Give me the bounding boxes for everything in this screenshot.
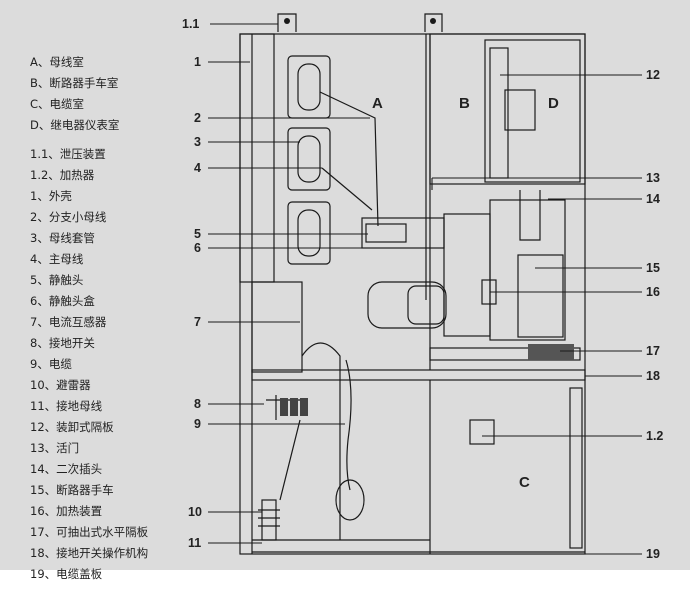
static-contact (365, 223, 407, 243)
pressure-relief-hook-right (424, 13, 443, 32)
breaker-column (443, 213, 491, 337)
legend-item: A、母线室 (30, 55, 84, 69)
callout-14: 14 (646, 192, 660, 206)
breaker-truck (517, 254, 564, 338)
static-contact-box (361, 217, 445, 249)
cable (301, 342, 341, 540)
legend-item: 1.1、泄压装置 (30, 147, 106, 161)
cable-terminal (335, 479, 365, 521)
callout-18: 18 (646, 369, 660, 383)
withdrawable-partition (429, 347, 581, 361)
earthing-switch-coils (280, 398, 308, 416)
callout-1-1: 1.1 (182, 17, 199, 31)
switchgear-diagram: A、母线室 B、断路器手车室 C、电缆室 D、继电器仪表室 1.1、泄压装置 1… (0, 0, 690, 581)
busbar-bushings (287, 55, 331, 265)
surge-arrester (258, 499, 280, 541)
room-label-b: B (459, 95, 470, 112)
leader-lines (208, 23, 642, 555)
callout-9: 9 (194, 417, 201, 431)
callout-10: 10 (188, 505, 202, 519)
callout-1-2: 1.2 (646, 429, 663, 443)
cabinet-rear-strip (569, 387, 583, 549)
legend-item: 13、活门 (30, 441, 80, 455)
legend-item: 14、二次插头 (30, 462, 103, 476)
current-transformer-housing (251, 281, 303, 373)
relay-compartment (484, 39, 581, 183)
room-label-c: C (519, 474, 530, 491)
hook-hole (284, 18, 290, 24)
cable-body (345, 359, 352, 491)
callout-13: 13 (646, 171, 660, 185)
compartment-b-d (429, 33, 586, 185)
legend-item: 17、可抽出式水平隔板 (30, 525, 149, 539)
room-label-a: A (372, 95, 383, 112)
legend-item: 7、电流互感器 (30, 315, 107, 329)
callout-5: 5 (194, 227, 201, 241)
legend-parts: 1.1、泄压装置 1.2、加热器 1、外壳 2、分支小母线 3、母线套管 4、主… (30, 144, 230, 585)
legend-item: 3、母线套管 (30, 231, 95, 245)
bushing (287, 201, 331, 265)
withdrawable-partition-handle (528, 344, 574, 360)
legend-item: C、电缆室 (30, 97, 85, 111)
legend-item: 18、接地开关操作机构 (30, 546, 149, 560)
legend-item: 11、接地母线 (30, 399, 103, 413)
relay-block (504, 89, 536, 131)
cabinet-drawing: A B D C 1.1 1 2 3 4 5 6 7 8 9 10 11 12 1… (182, 13, 663, 561)
bushing-core (297, 209, 321, 257)
callout-17: 17 (646, 344, 660, 358)
legend-item: D、继电器仪表室 (30, 118, 120, 132)
branch-busbar (321, 167, 373, 211)
legend-item: 9、电缆 (30, 357, 72, 371)
legend-item: 15、断路器手车 (30, 483, 114, 497)
legend: A、母线室 B、断路器手车室 C、电缆室 D、继电器仪表室 1.1、泄压装置 1… (30, 52, 230, 593)
callout-4: 4 (194, 161, 201, 175)
bushing-core (297, 63, 321, 111)
earthing-rod (279, 419, 301, 501)
bushing (287, 127, 331, 191)
heater-1-2 (469, 419, 495, 445)
bushing-core (297, 135, 321, 183)
callout-1: 1 (194, 55, 201, 69)
callout-19: 19 (646, 547, 660, 561)
secondary-plug (519, 190, 541, 241)
legend-item: 1.2、加热器 (30, 168, 95, 182)
callout-11: 11 (188, 536, 201, 550)
callout-3: 3 (194, 135, 201, 149)
room-label-d: D (548, 95, 559, 112)
legend-item: 8、接地开关 (30, 336, 95, 350)
callout-7: 7 (194, 315, 201, 329)
cabinet-body (239, 33, 586, 555)
legend-item: B、断路器手车室 (30, 76, 119, 90)
callout-6: 6 (194, 241, 201, 255)
legend-compartments: A、母线室 B、断路器手车室 C、电缆室 D、继电器仪表室 (30, 52, 230, 136)
legend-item: 5、静触头 (30, 273, 84, 287)
current-transformer (367, 281, 447, 329)
bushing (287, 55, 331, 119)
legend-item: 10、避雷器 (30, 378, 91, 392)
hook-hole (430, 18, 436, 24)
callout-16: 16 (646, 285, 660, 299)
legend-item: 2、分支小母线 (30, 210, 107, 224)
breaker-truck-frame (489, 199, 566, 341)
callout-2: 2 (194, 111, 201, 125)
branch-busbar (319, 91, 379, 227)
callout-15: 15 (646, 261, 660, 275)
callout-8: 8 (194, 397, 201, 411)
pressure-relief-hook-left (277, 13, 297, 32)
callout-12: 12 (646, 68, 660, 82)
legend-item: 16、加热装置 (30, 504, 103, 518)
legend-item: 4、主母线 (30, 252, 84, 266)
legend-item: 1、外壳 (30, 189, 72, 203)
horizontal-partition (251, 369, 586, 381)
current-transformer-core (407, 285, 445, 325)
outer-shell-panel (239, 33, 275, 283)
legend-item: 12、装卸式隔板 (30, 420, 114, 434)
legend-item: 6、静触头盒 (30, 294, 95, 308)
